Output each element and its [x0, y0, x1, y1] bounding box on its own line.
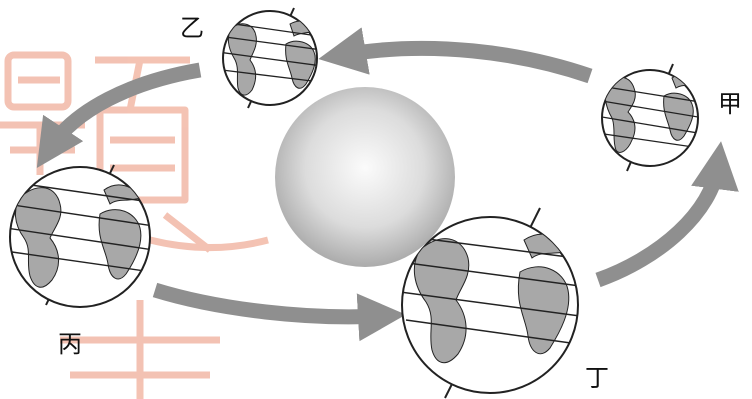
label-yi: 乙: [180, 14, 204, 42]
continent-americas: [15, 187, 62, 288]
sun: [275, 87, 455, 267]
continent-africa: [517, 266, 570, 355]
watermark-text: 题: [60, 70, 70, 80]
arrow-jia-to-yi: [318, 27, 593, 84]
continent-americas: [227, 23, 257, 96]
globe-ding: [401, 207, 579, 399]
arrow-yi-to-bing: [36, 62, 202, 169]
globe-yi: [222, 7, 318, 109]
continent-americas: [604, 76, 636, 153]
globe-bing: [9, 164, 151, 308]
continent-africa: [285, 40, 316, 89]
label-bing: 丙: [58, 330, 82, 358]
orbit-arrows: [36, 27, 739, 342]
arrow-bing-to-ding: [152, 282, 406, 342]
label-ding: 丁: [585, 364, 609, 392]
arrow-ding-to-jia: [595, 141, 739, 288]
globe-jia: [601, 63, 699, 172]
label-jia: 甲: [718, 90, 742, 118]
